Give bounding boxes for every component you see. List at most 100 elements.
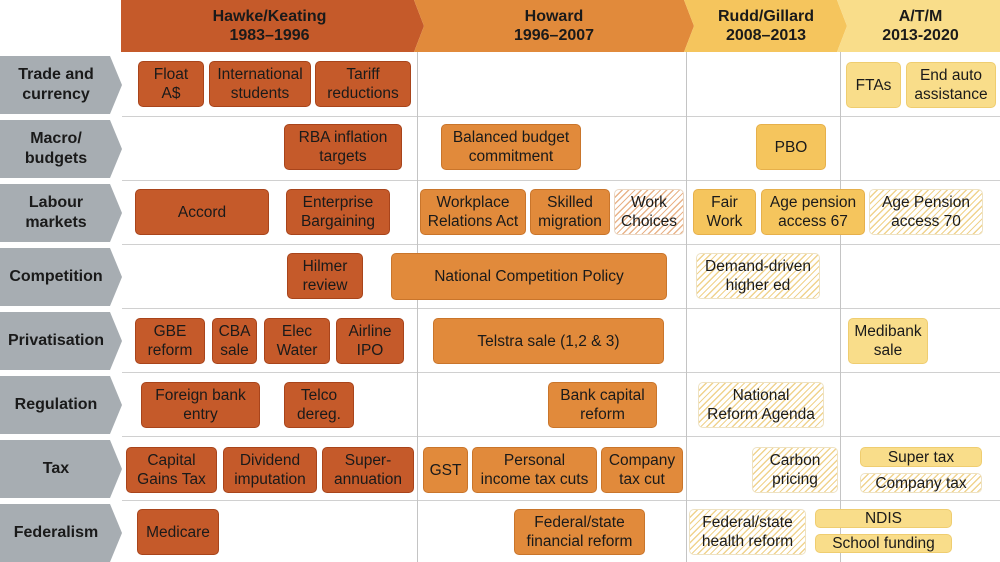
reform-label: School funding [832,535,935,552]
reform-box: Airline IPO [336,318,404,364]
reform-label: Capital Gains Tax [137,452,206,488]
era-years: 1983–1996 [229,27,310,44]
reform-label: Enterprise Bargaining [300,194,376,230]
era-arrow-hawke-keating [121,0,424,52]
reform-box: Medibank sale [848,318,928,364]
row-label-text: Tax [42,460,70,477]
reform-label: Dividend imputation [234,452,306,488]
reform-label: Fair Work [706,194,743,230]
row-arrow [0,376,122,434]
era-header-howard: Howard 1996–2007 [420,0,688,52]
reform-box: Super- annuation [322,447,414,493]
reform-label: NDIS [864,510,903,527]
reform-box: End auto assistance [906,62,996,108]
reform-label: Telco dereg. [297,387,341,423]
reform-label: Age pension access 67 [769,194,857,230]
reform-box: NDIS [815,509,952,528]
reform-label: Super- annuation [333,452,403,488]
reform-label: Workplace Relations Act [427,194,519,230]
reform-label: Company tax cut [608,452,676,488]
row-label-trade-currency: Trade and currency [0,56,122,114]
reform-label: Age Pension access 70 [882,194,970,230]
reform-label: Work Choices [621,194,677,230]
era-arrow-rudd-gillard [684,0,847,52]
row-label-regulation: Regulation [0,376,122,434]
reform-label: Telstra sale (1,2 & 3) [477,332,620,350]
reform-box: GST [423,447,468,493]
reform-box: International students [209,61,311,107]
reform-box: Foreign bank entry [141,382,260,428]
reform-label: National Reform Agenda [707,387,815,423]
row-label-labour-markets: Labour markets [0,184,122,242]
reform-box: Balanced budget commitment [441,124,581,170]
reform-box: Carbon pricing [752,447,838,493]
reform-label: Personal income tax cuts [480,452,589,488]
era-header-arrows [121,0,1000,52]
reform-box: Tariff reductions [315,61,411,107]
reform-label: Demand-driven higher ed [705,258,811,294]
row-label-arrows [0,56,122,562]
reform-box: Age pension access 67 [761,189,865,235]
era-name: Hawke/Keating [212,8,327,25]
reform-label: National Competition Policy [434,268,624,285]
reform-box: Medicare [137,509,219,555]
reform-label: Foreign bank entry [155,387,246,423]
row-divider [122,180,1000,181]
row-divider [122,372,1000,373]
reform-label: Medibank sale [854,323,922,359]
reform-label: End auto assistance [914,67,988,103]
era-name: Howard [524,8,584,25]
reform-box: RBA inflation targets [284,124,402,170]
row-label-text: Labour markets [25,194,87,231]
reform-label: Medicare [146,523,210,541]
reform-label: RBA inflation targets [298,129,388,165]
row-label-text: Competition [9,268,103,285]
reform-label: Hilmer review [302,258,348,294]
reform-label: Super tax [887,448,955,466]
reform-box: Personal income tax cuts [472,447,597,493]
row-arrow [0,440,122,498]
reform-box: Telco dereg. [284,382,354,428]
reform-label: International students [217,66,303,102]
reform-box: Company tax [860,473,982,493]
row-divider [122,244,1000,245]
reform-box: Company tax cut [601,447,683,493]
reform-box: GBE reform [135,318,205,364]
era-years: 2013-2020 [882,27,959,44]
row-arrow [0,120,122,178]
era-divider [417,52,418,562]
reform-label: Company tax [875,474,967,492]
reform-box: Demand-driven higher ed [696,253,820,299]
era-divider [686,52,687,562]
era-years: 2008–2013 [725,27,807,44]
row-label-text: Privatisation [7,332,105,349]
reform-label: Bank capital reform [560,387,645,423]
reform-label: Balanced budget commitment [452,129,570,165]
row-divider [122,500,1000,501]
reform-box: Float A$ [138,61,204,107]
reform-box: Federal/state health reform [689,509,806,555]
row-label-text: Trade and currency [18,66,94,103]
row-divider [122,436,1000,437]
reform-box: Workplace Relations Act [420,189,526,235]
era-header-rudd-gillard: Rudd/Gillard 2008–2013 [690,0,842,52]
reform-box: Super tax [860,447,982,467]
reform-label: GST [429,461,462,479]
reform-box: School funding [815,534,952,553]
reform-box: Telstra sale (1,2 & 3) [433,318,664,364]
era-header-atm: A/T/M 2013-2020 [843,0,998,52]
reform-label: Tariff reductions [327,66,399,102]
reform-label: Federal/state financial reform [526,514,633,550]
row-label-tax: Tax [0,440,122,498]
row-label-macro-budgets: Macro/ budgets [0,120,122,178]
row-arrow [0,248,122,306]
row-arrow [0,312,122,370]
era-arrow-atm [837,0,1000,52]
row-label-federalism: Federalism [0,504,122,562]
era-name: A/T/M [898,8,943,25]
reform-box: Bank capital reform [548,382,657,428]
reform-box: PBO [756,124,826,170]
reform-box: Enterprise Bargaining [286,189,390,235]
row-label-privatisation: Privatisation [0,312,122,370]
